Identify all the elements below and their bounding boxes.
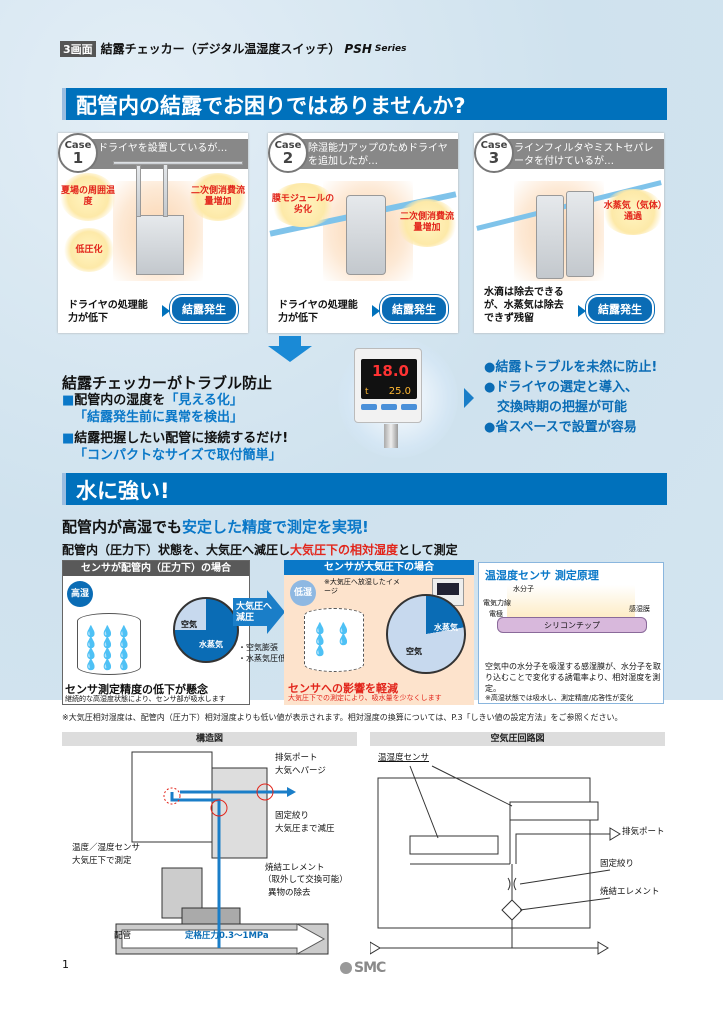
section1-banner: 配管内の結露でお困りではありませんか? bbox=[62, 88, 667, 120]
section2-headline: 配管内が高湿でも安定した精度で測定を実現! bbox=[62, 518, 369, 536]
callout-bubble: 低圧化 bbox=[64, 228, 114, 272]
arrow-right-icon bbox=[162, 305, 170, 317]
callout-bubble: 膜モジュールの劣化 bbox=[270, 183, 336, 227]
humidity-reading: 18.0 bbox=[371, 362, 409, 380]
smc-globe-icon bbox=[340, 962, 352, 974]
case-cause: ドライヤの処理能力が低下 bbox=[68, 300, 148, 324]
callout-bubble: 夏場の周囲温度 bbox=[60, 173, 116, 221]
page-number: 1 bbox=[62, 958, 69, 971]
arrow-right-icon bbox=[464, 388, 474, 408]
panel-atmospheric: センサが大気圧下の場合 低湿 ※大気圧へ放湿したイメージ 💧💧💧💧💧 水蒸気 空… bbox=[284, 560, 474, 705]
structure-diagram bbox=[115, 751, 329, 955]
arrow-down-stem bbox=[279, 336, 301, 348]
principle-note: ※高湿状態では吸水し、測定精度/応答性が変化 bbox=[485, 694, 634, 702]
section2-banner: 水に強い! bbox=[62, 473, 667, 505]
result-pill: 結露発生 bbox=[586, 295, 654, 323]
pneumatic-circuit-diagram bbox=[370, 765, 621, 955]
panel-note: ※大気圧へ放湿したイメージ bbox=[324, 578, 400, 595]
series-name: PSH bbox=[344, 41, 372, 56]
screen-tag: 3画面 bbox=[60, 40, 96, 57]
pipe-cylinder-icon: 💧💧💧💧💧💧💧💧💧💧💧💧 bbox=[77, 613, 141, 675]
pipe-cylinder-icon: 💧💧💧💧💧 bbox=[304, 608, 364, 672]
pipe-icon bbox=[113, 161, 243, 165]
case-heading: ラインフィルタやミストセパレータを付けているが… bbox=[500, 139, 664, 169]
section2-subheadline: 配管内（圧力下）状態を、大気圧へ減圧し大気圧下の相対湿度として測定 bbox=[62, 543, 458, 557]
temp-label: t bbox=[365, 387, 369, 397]
case-heading: 除湿能力アップのためドライヤを追加したが… bbox=[294, 139, 458, 169]
mist-separator-icon bbox=[566, 191, 594, 277]
arrow-down-icon bbox=[268, 346, 312, 362]
case-cause: 水滴は除去できるが、水蒸気は除去できず残留 bbox=[484, 287, 564, 324]
caption-body: 大気圧下での測定により、吸水量を少なくします bbox=[288, 694, 442, 702]
caption-title: センサ測定精度の低下が懸念 bbox=[65, 683, 208, 696]
series-suffix: Series bbox=[374, 43, 407, 54]
solution-point-1: ■配管内の湿度を「見える化」 「結露発生前に異常を検出」 bbox=[62, 393, 244, 425]
panel-title: センサが配管内（圧力下）の場合 bbox=[63, 561, 249, 576]
pipe-icon bbox=[163, 161, 168, 217]
silicon-chip: シリコンチップ bbox=[497, 617, 647, 633]
dryer-unit-icon bbox=[136, 215, 184, 275]
callout-bubble: 水蒸気（気体）通過 bbox=[602, 189, 664, 235]
callout-bubble: 二次側消費流量増加 bbox=[396, 199, 458, 247]
footnote: ※大気圧相対湿度は、配管内（圧力下）相対湿度よりも低い値が表示されます。相対湿度… bbox=[62, 713, 623, 722]
caption-body: 継続的な高湿度状態により、センサ部が吸水します bbox=[65, 695, 226, 703]
product-title: 結露チェッカー（デジタル温湿度スイッチ） bbox=[100, 42, 341, 56]
panel-pressurized: センサが配管内（圧力下）の場合 高湿 💧💧💧💧💧💧💧💧💧💧💧💧 空気 水蒸気 セ… bbox=[62, 560, 250, 705]
sensor-body: 18.0 t 25.0 bbox=[354, 348, 422, 423]
case-cause: ドライヤの処理能力が低下 bbox=[278, 300, 358, 324]
arrow-label: 大気圧へ減圧 bbox=[236, 602, 273, 623]
line-filter-icon bbox=[536, 195, 564, 279]
result-pill: 結露発生 bbox=[170, 295, 238, 323]
arrow-right-icon bbox=[578, 305, 586, 317]
pie-chart-high-humidity bbox=[173, 597, 239, 663]
structure-diagram-title: 構造図 bbox=[62, 732, 357, 746]
solution-title: 結露チェッカーがトラブル防止 bbox=[62, 374, 273, 392]
droplets-icon: 💧💧💧💧💧💧💧💧💧💧💧💧 bbox=[84, 625, 135, 671]
pie-chart-low-humidity bbox=[386, 594, 466, 674]
callout-bubble: 二次側消費流量増加 bbox=[188, 173, 248, 221]
droplets-icon: 💧💧💧💧💧 bbox=[313, 622, 361, 657]
arrow-right-icon bbox=[372, 305, 380, 317]
result-pill: 結露発生 bbox=[380, 295, 448, 323]
device-fitting-icon bbox=[384, 424, 398, 448]
document-header: 3画面 結露チェッカー（デジタル温湿度スイッチ） PSH Series bbox=[60, 40, 406, 57]
pipe-icon bbox=[136, 165, 141, 217]
principle-title: 温湿度センサ 測定原理 bbox=[485, 569, 599, 582]
lower-white-area bbox=[0, 700, 723, 1024]
membrane-dryer-unit-icon bbox=[346, 195, 386, 275]
reduce-pressure-arrow-icon bbox=[233, 590, 285, 634]
benefits-list: ●結露トラブルを未然に防止! ●ドライヤの選定と導入、 交換時期の把握が可能 ●… bbox=[484, 360, 658, 435]
principle-panel: 温湿度センサ 測定原理 シリコンチップ 水分子 電気力線 電極 感湿膜 空気中の… bbox=[478, 562, 664, 704]
principle-body: 空気中の水分子を吸湿する感湿膜が、水分子を取り込むことで変化する誘電率より、相対… bbox=[485, 662, 661, 693]
device-button-icon bbox=[361, 404, 377, 410]
panel-title: センサが大気圧下の場合 bbox=[284, 560, 474, 575]
temp-reading: 25.0 bbox=[388, 386, 411, 397]
smc-logo: SMC bbox=[340, 960, 386, 976]
circuit-diagram-title: 空気圧回路図 bbox=[370, 732, 665, 746]
arrow-notes: ・空気膨張 ・水蒸気圧低下 bbox=[238, 643, 294, 663]
device-button-icon bbox=[381, 404, 397, 410]
device-button-icon bbox=[401, 404, 417, 410]
low-humidity-badge: 低湿 bbox=[290, 580, 316, 606]
sensor-device-image: 18.0 t 25.0 bbox=[338, 338, 458, 458]
lcd-display: 18.0 t 25.0 bbox=[361, 359, 417, 399]
caption-title: センサへの影響を軽減 bbox=[288, 682, 398, 695]
high-humidity-badge: 高湿 bbox=[67, 581, 93, 607]
solution-point-2: ■結露把握したい配管に接続するだけ! 「コンパクトなサイズで取付簡単」 bbox=[62, 431, 289, 463]
